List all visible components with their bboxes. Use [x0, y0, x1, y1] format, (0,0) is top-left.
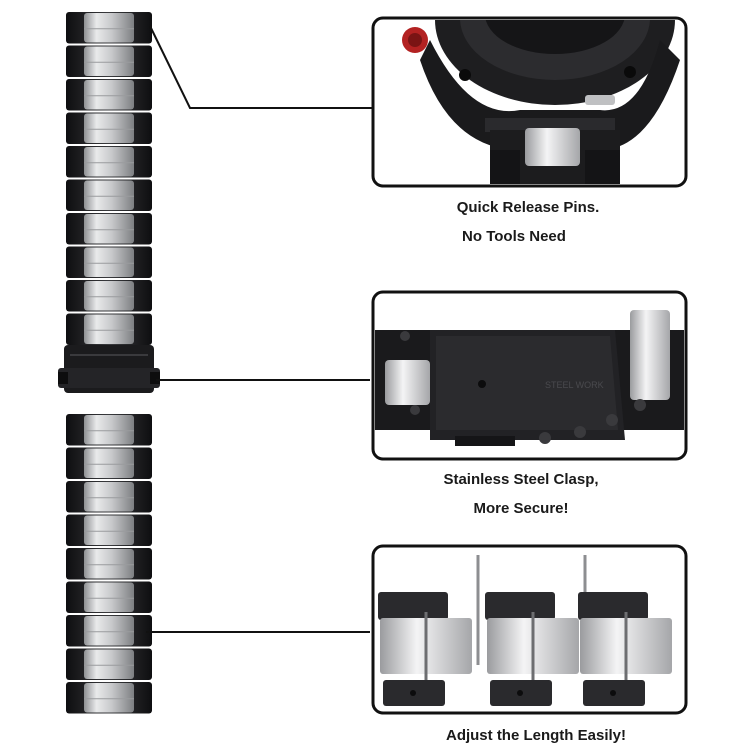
band-link [66, 514, 152, 546]
removable-link [485, 555, 587, 706]
band-link [66, 146, 152, 178]
band-link [66, 12, 152, 44]
band-link [66, 213, 152, 245]
band-link [66, 313, 152, 345]
band-link [66, 447, 152, 479]
panel-quick-release-pins [371, 16, 688, 188]
caption-clasp-line2: More Secure! [473, 500, 568, 517]
band-link [66, 45, 152, 77]
band-link [66, 280, 152, 312]
band-link [66, 682, 152, 714]
band-link [66, 414, 152, 446]
band-link [66, 179, 152, 211]
band-link [66, 79, 152, 111]
band-link [66, 112, 152, 144]
removable-link [578, 592, 672, 706]
band-link [66, 581, 152, 613]
removable-link [378, 555, 480, 706]
panel-stainless-steel-clasp: STEEL WORK [371, 290, 688, 461]
band-link [66, 481, 152, 513]
watch-band-strap [66, 12, 152, 714]
panel-adjust-length [371, 544, 688, 715]
caption-pins-line1: Quick Release Pins. [457, 199, 600, 216]
caption-clasp-line1: Stainless Steel Clasp, [443, 471, 598, 488]
strap-clasp [58, 345, 160, 393]
band-link [66, 615, 152, 647]
caption-pins-line2: No Tools Need [462, 228, 566, 245]
band-link [66, 648, 152, 680]
svg-text:STEEL WORK: STEEL WORK [545, 380, 604, 390]
caption-adjust-line1: Adjust the Length Easily! [446, 727, 626, 744]
band-link [66, 246, 152, 278]
leader-lines [146, 25, 372, 633]
band-link [66, 548, 152, 580]
